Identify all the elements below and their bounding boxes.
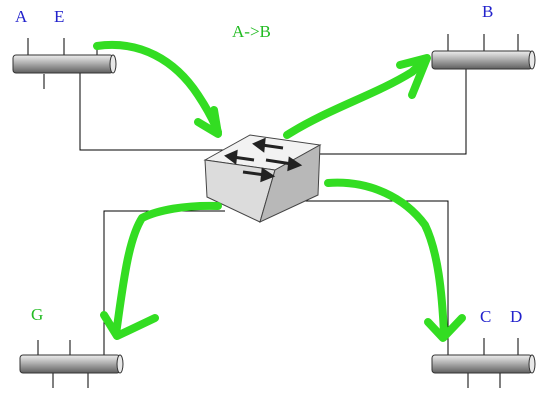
ethernet-segment-icon [12,38,117,89]
segment-label-b: B [482,2,493,21]
segment-top-left: A E [12,7,117,89]
arrow-a-to-switch [93,41,222,138]
segment-label-g: G [31,305,43,324]
network-switch-icon [203,134,322,223]
segment-bottom-left: G [19,305,124,388]
arrow-switch-to-cd [324,178,466,342]
segment-label-d: D [510,307,522,326]
ethernet-segment-icon [431,34,536,70]
wires [79,66,467,356]
segment-bottom-right: C D [431,307,536,388]
wire-bottom-left [103,210,225,356]
segment-top-right: B [431,2,536,70]
segment-label-c: C [480,307,491,326]
wire-bottom-right [305,200,449,356]
segment-label-a: A [15,7,28,26]
segment-label-e: E [54,7,64,26]
wire-top-left [79,72,230,151]
arrow-switch-to-b [283,54,431,139]
traffic-arrows [93,41,466,342]
wire-top-right [300,66,467,155]
ethernet-segment-icon [19,340,124,388]
diagram-title: A->B [232,22,271,41]
arrow-switch-to-g [100,201,222,340]
ethernet-segment-icon [431,338,536,388]
